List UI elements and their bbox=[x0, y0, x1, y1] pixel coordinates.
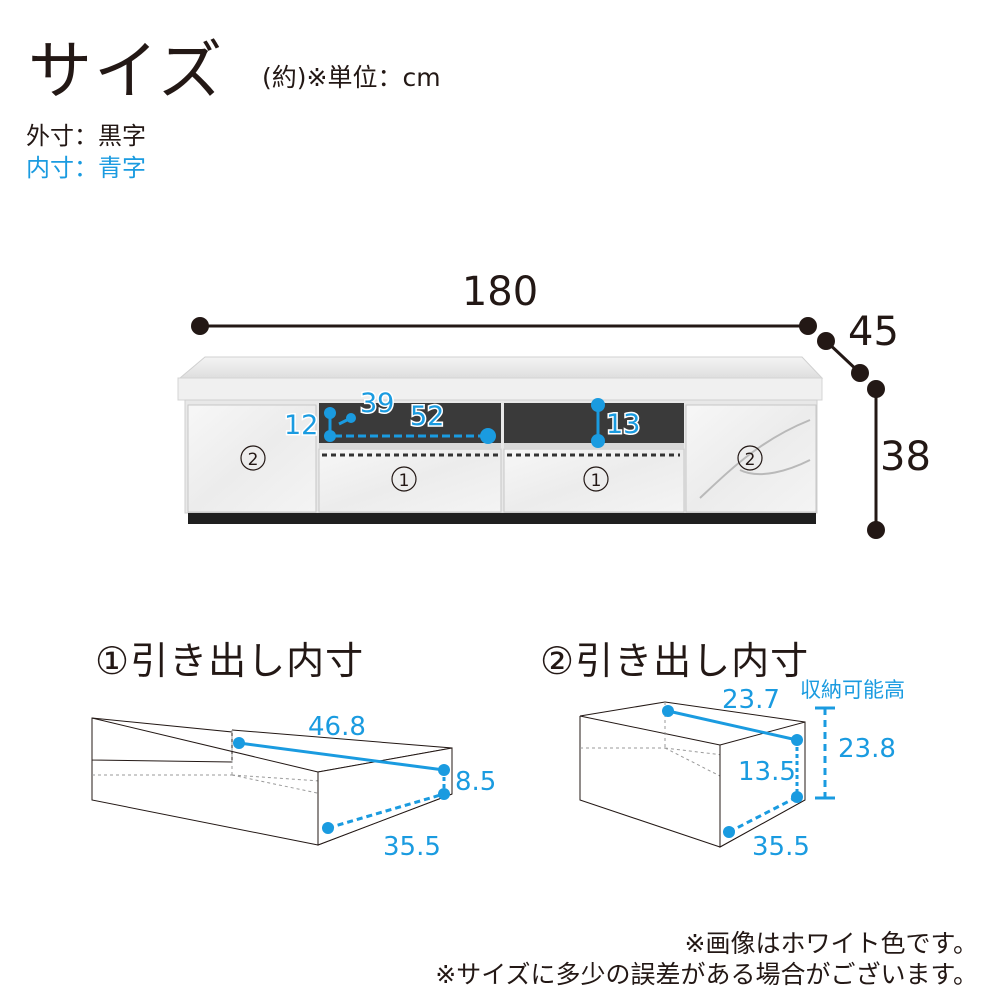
width-dimension-dot bbox=[799, 317, 817, 335]
outer-dimension-legend: 外寸：黒字 bbox=[26, 122, 146, 150]
page-title: サイズ bbox=[28, 35, 225, 109]
drawer1-width-dot bbox=[233, 737, 245, 749]
width-value: 180 bbox=[462, 269, 538, 315]
open-shelf-left bbox=[319, 403, 501, 447]
stand-plinth bbox=[188, 513, 816, 524]
right-door-panel bbox=[685, 404, 817, 513]
open-depth-dot bbox=[346, 413, 356, 423]
inner-dimension-legend: 内寸：青字 bbox=[26, 154, 146, 182]
marble-vein bbox=[699, 419, 811, 499]
drawer1-illustration bbox=[91, 717, 453, 846]
left-door-panel bbox=[187, 404, 317, 513]
drawer2-width-line bbox=[667, 709, 798, 742]
drawer1-depth-value: 35.5 bbox=[383, 832, 441, 862]
drawer-label-text: 2 bbox=[248, 450, 259, 470]
drawer-label-text: 1 bbox=[591, 471, 602, 491]
storage-height-value: 23.8 bbox=[838, 734, 896, 764]
drawer2-width-value: 23.7 bbox=[722, 685, 780, 715]
open-height-dot bbox=[324, 430, 336, 442]
drawer1-dimensions: 46.8 8.5 35.5 bbox=[233, 712, 496, 862]
storage-height-label: 収納可能高 bbox=[800, 678, 905, 702]
drawer-label-2-right: 2 bbox=[737, 445, 763, 471]
drawer2-depth-dot bbox=[723, 826, 735, 838]
drawer-label-1-left: 1 bbox=[391, 466, 417, 492]
drawer1-height-value: 8.5 bbox=[455, 767, 496, 797]
depth-value: 45 bbox=[848, 309, 899, 355]
drawer1-depth-dot bbox=[322, 822, 334, 834]
drawer-label-text: 1 bbox=[399, 471, 410, 491]
stand-top-edge bbox=[177, 377, 823, 401]
open-width-dot bbox=[480, 428, 496, 444]
drawer1-width-line bbox=[238, 741, 445, 772]
center-drawer-left bbox=[318, 448, 502, 513]
drawer-label-2-left: 2 bbox=[240, 445, 266, 471]
drawer1-depth-line bbox=[327, 792, 445, 830]
shelf-bottom-left bbox=[319, 443, 501, 448]
height-dimension-dot bbox=[867, 521, 885, 539]
stand-top-surface bbox=[178, 356, 824, 379]
drawer2-depth-line bbox=[728, 795, 798, 834]
right-open-height-dot bbox=[591, 398, 605, 412]
drawer2-illustration bbox=[579, 701, 806, 848]
drawer-label-text: 2 bbox=[745, 450, 756, 470]
depth-dimension-dot bbox=[851, 364, 869, 382]
right-open-height-dot bbox=[591, 434, 605, 448]
open-height-dot bbox=[324, 407, 336, 419]
unit-note: (約)※単位：cm bbox=[262, 63, 441, 92]
drawer1-heading: ①引き出し内寸 bbox=[95, 639, 365, 683]
open-height-value: 12 bbox=[284, 410, 318, 441]
depth-dimension-dot bbox=[817, 332, 835, 350]
drawer2-width-dot bbox=[662, 705, 674, 717]
center-drawer-right bbox=[503, 448, 685, 513]
error-note: ※サイズに多少の誤差がある場合がございます。 bbox=[435, 960, 978, 989]
inner-dimension-lines: 12 39 52 13 bbox=[283, 387, 642, 448]
drawer2-height-value: 13.5 bbox=[738, 757, 796, 787]
drawer-label-1-right: 1 bbox=[583, 466, 609, 492]
open-width-value: 52 bbox=[410, 401, 444, 432]
right-open-height-value: 13 bbox=[606, 409, 640, 440]
drawer2-depth-value: 35.5 bbox=[752, 832, 810, 862]
open-depth-value: 39 bbox=[360, 388, 394, 419]
outer-dimension-lines: 180 45 38 bbox=[191, 269, 931, 539]
drawer2-dimensions: 23.7 13.5 35.5 23.8 収納可能高 bbox=[662, 678, 905, 862]
height-dimension-dot bbox=[867, 380, 885, 398]
drawer2-heading: ②引き出し内寸 bbox=[540, 639, 810, 683]
tv-stand-illustration: 2 1 1 2 bbox=[177, 356, 824, 524]
color-note: ※画像はホワイト色です。 bbox=[684, 929, 978, 958]
width-dimension-dot bbox=[191, 317, 209, 335]
drawer1-width-value: 46.8 bbox=[308, 712, 366, 742]
height-value: 38 bbox=[880, 434, 931, 480]
